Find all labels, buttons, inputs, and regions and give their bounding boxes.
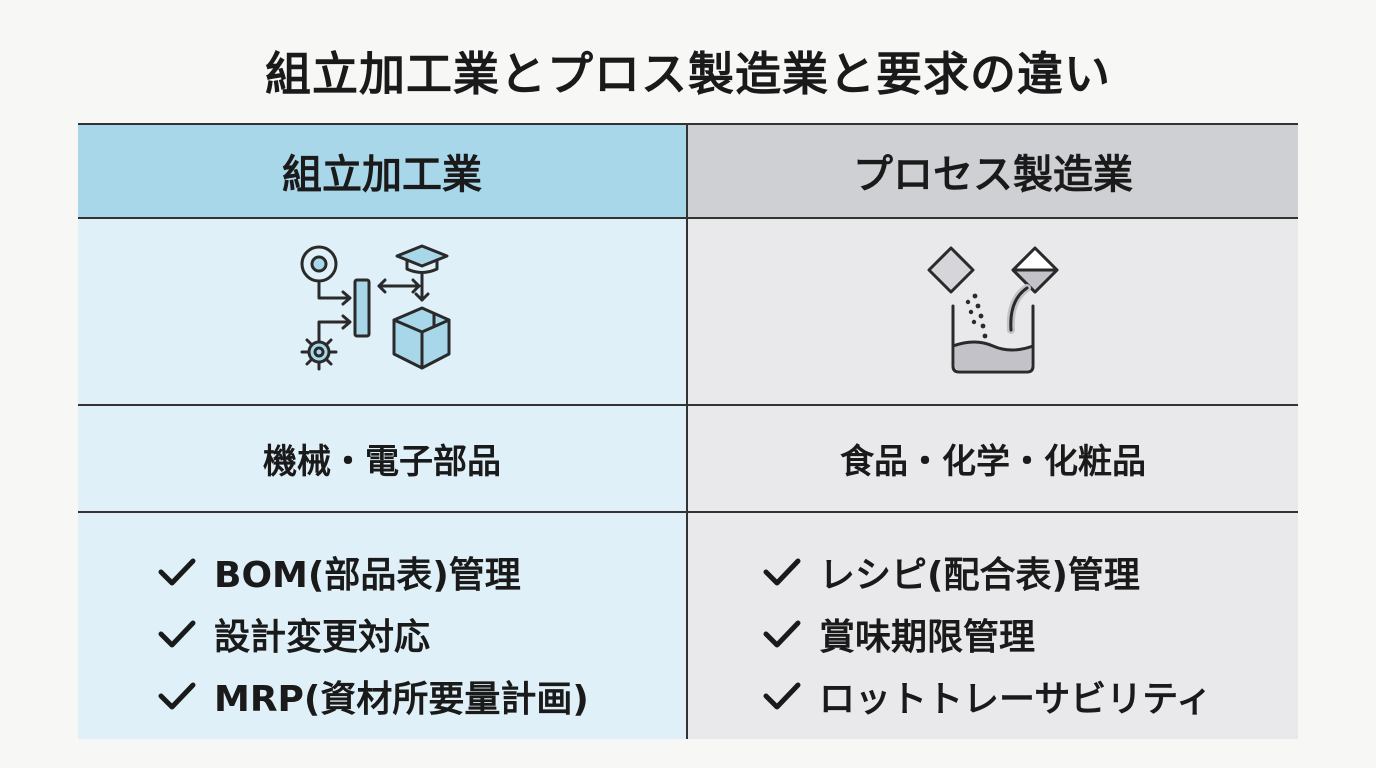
checkmark-icon (763, 620, 801, 648)
checkmark-icon (158, 558, 196, 586)
header-cell-assembly: 組立加工業 (78, 125, 688, 219)
requirement-label: 設計変更対応 (214, 617, 431, 658)
requirements-cell-assembly: BOM(部品表)管理 設計変更対応 MRP(資材所要量計画) (78, 513, 688, 739)
category-cell-assembly: 機械・電子部品 (78, 406, 688, 513)
checkmark-icon (158, 620, 196, 648)
requirements-cell-process: レシピ(配合表)管理 賞味期限管理 ロットトレーサビリティ (688, 513, 1298, 739)
list-item: 賞味期限管理 (763, 603, 1212, 665)
comparison-table: 組立加工業 プロセス製造業 (78, 123, 1298, 739)
checkmark-icon (158, 682, 196, 710)
category-cell-process: 食品・化学・化粧品 (688, 406, 1298, 513)
requirement-label: レシピ(配合表)管理 (819, 555, 1140, 596)
list-item: ロットトレーサビリティ (763, 665, 1212, 727)
checkmark-icon (763, 558, 801, 586)
process-mixing-icon (927, 246, 1059, 373)
industry-examples-process: 食品・化学・化粧品 (840, 442, 1146, 482)
list-item: レシピ(配合表)管理 (763, 541, 1212, 603)
column-header-process: プロセス製造業 (853, 152, 1133, 198)
industry-examples-assembly: 機械・電子部品 (263, 442, 501, 482)
list-item: MRP(資材所要量計画) (158, 665, 589, 727)
list-item: 設計変更対応 (158, 603, 589, 665)
requirement-label: MRP(資材所要量計画) (214, 679, 589, 720)
icon-cell-process (688, 219, 1298, 406)
assembly-icon (300, 244, 451, 370)
requirement-label: ロットトレーサビリティ (819, 679, 1213, 720)
column-header-assembly: 組立加工業 (282, 152, 482, 198)
page-title: 組立加工業とプロス製造業と要求の違い (265, 47, 1111, 101)
header-cell-process: プロセス製造業 (688, 125, 1298, 219)
icon-cell-assembly (78, 219, 688, 406)
requirement-label: 賞味期限管理 (819, 617, 1036, 658)
requirements-list-process: レシピ(配合表)管理 賞味期限管理 ロットトレーサビリティ (763, 541, 1212, 727)
checkmark-icon (763, 682, 801, 710)
list-item: BOM(部品表)管理 (158, 541, 589, 603)
requirements-list-assembly: BOM(部品表)管理 設計変更対応 MRP(資材所要量計画) (158, 541, 589, 727)
requirement-label: BOM(部品表)管理 (214, 555, 521, 596)
